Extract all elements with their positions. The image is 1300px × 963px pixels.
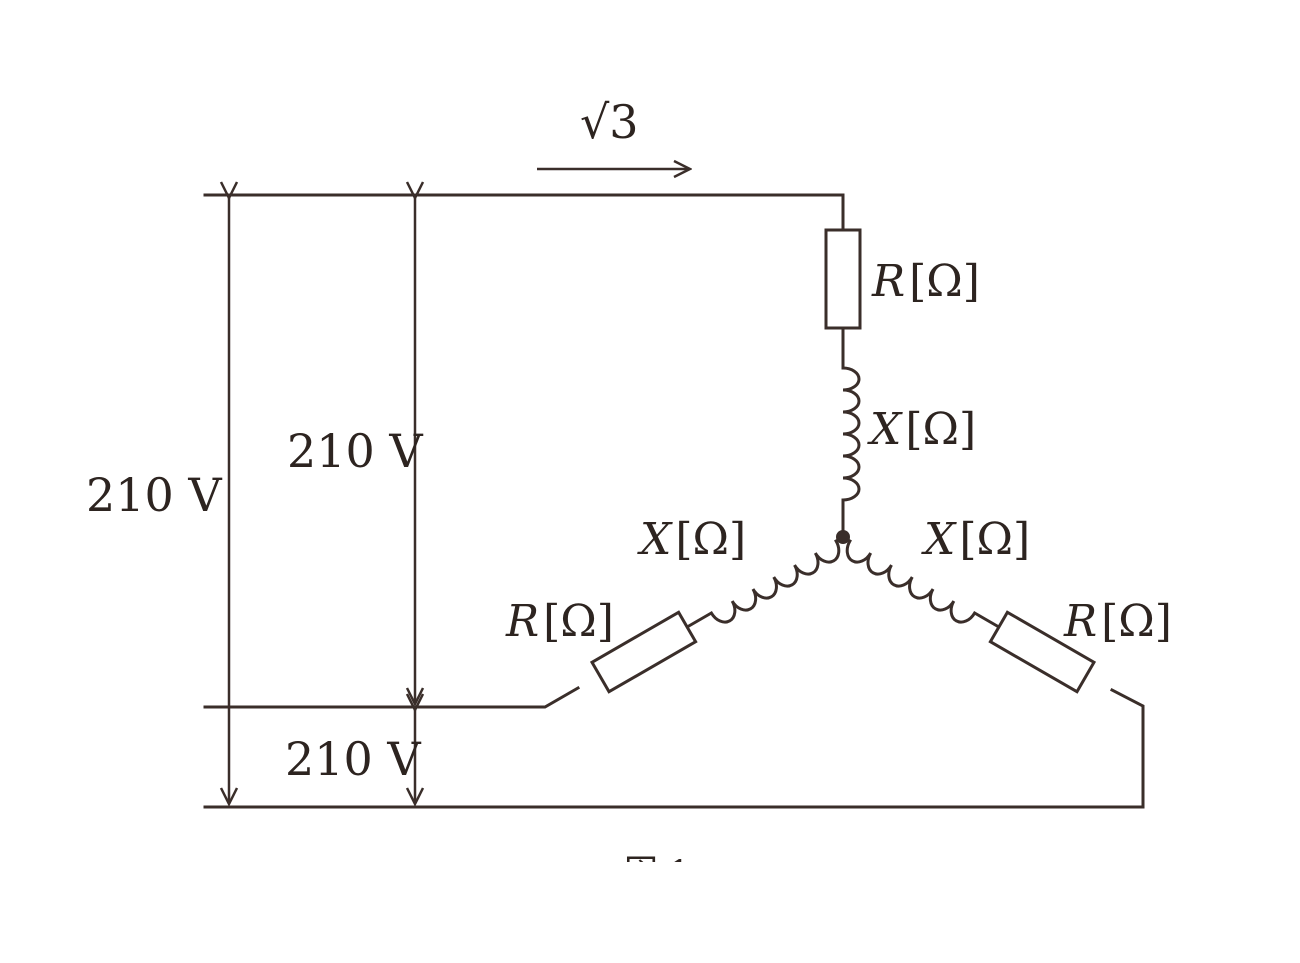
- figure-caption: 図 1: [624, 853, 690, 893]
- resistor-top: [824, 228, 862, 330]
- line-b-wire: [203, 685, 581, 709]
- inductor-right-label: X[Ω]: [921, 514, 1030, 565]
- voltage-label-ab: 210 V: [287, 424, 423, 478]
- inductor-top-label: X[Ω]: [867, 404, 976, 455]
- line-c-wire: [203, 687, 1145, 809]
- inductor-left-label: X[Ω]: [637, 514, 746, 565]
- resistor-right: [988, 610, 1097, 694]
- voltage-label-bc: 210 V: [285, 732, 421, 786]
- resistor-right-label: R[Ω]: [1063, 596, 1172, 647]
- line-a-wire: [203, 193, 845, 232]
- inductor-top: [841, 366, 861, 502]
- figure-caption-group: 図 1: [624, 853, 690, 893]
- resistor-top-label: R[Ω]: [871, 256, 980, 307]
- top-label: √3: [580, 95, 639, 149]
- resistor-left-label: R[Ω]: [505, 596, 614, 647]
- neutral-point: [836, 530, 850, 544]
- resistor-left: [589, 610, 698, 694]
- voltage-label-ac: 210 V: [86, 468, 222, 522]
